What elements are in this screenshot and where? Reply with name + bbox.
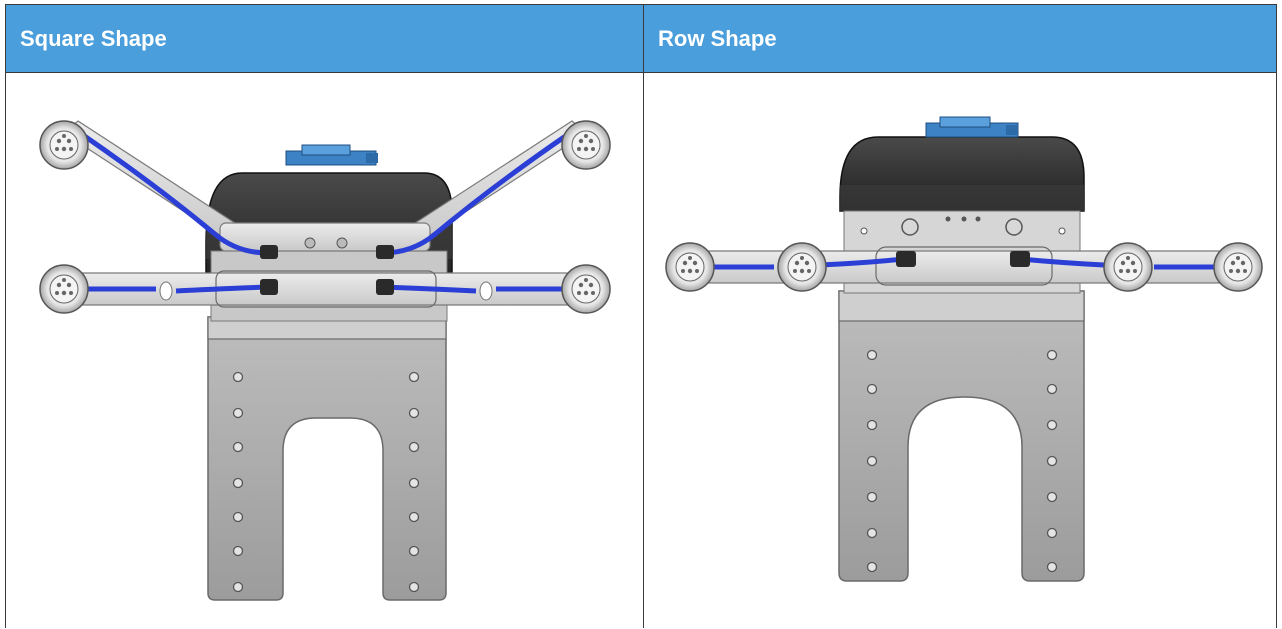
table-header-row: Square Shape Row Shape xyxy=(6,5,1276,73)
suction-cups xyxy=(39,120,611,314)
header-row-shape: Row Shape xyxy=(658,26,777,51)
valve-icon xyxy=(925,116,1019,138)
suction-cups xyxy=(665,242,1263,292)
valve-icon xyxy=(285,144,378,166)
column-divider xyxy=(643,5,644,628)
square-shape-gripper-illustration xyxy=(39,120,611,601)
mounting-plate xyxy=(207,316,447,601)
row-arm xyxy=(683,246,1245,286)
row-shape-gripper-illustration xyxy=(665,116,1263,582)
header-square-shape: Square Shape xyxy=(20,26,167,51)
plate-screws xyxy=(866,349,1058,573)
comparison-table: Square Shape Row Shape xyxy=(5,4,1277,628)
plate-screws xyxy=(232,371,420,593)
mounting-plate xyxy=(838,290,1085,582)
row-shape-cell xyxy=(644,73,1276,629)
square-shape-cell xyxy=(6,73,643,629)
lower-arm xyxy=(65,270,587,308)
upper-arms xyxy=(63,120,587,259)
